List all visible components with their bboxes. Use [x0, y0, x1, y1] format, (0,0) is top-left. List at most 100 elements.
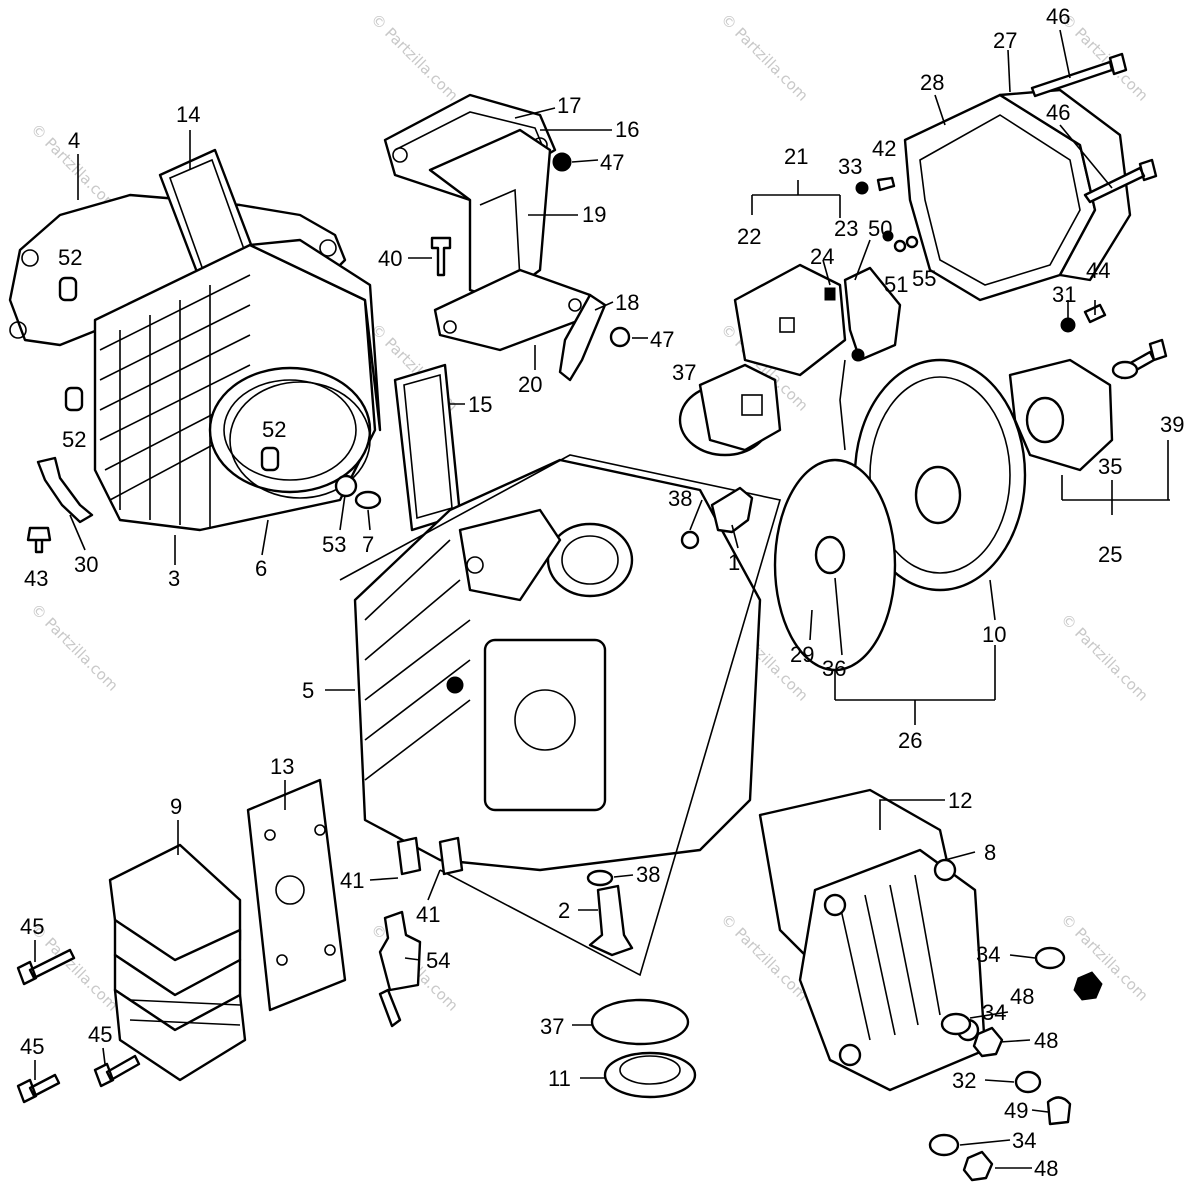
callout-38: 38: [668, 486, 692, 511]
callout-45: 45: [20, 914, 44, 939]
part-33: [855, 181, 869, 195]
callout-55: 55: [912, 266, 936, 291]
part-cotter-41: [438, 836, 464, 876]
callout-26: 26: [898, 728, 922, 753]
callout-27: 27: [993, 28, 1017, 53]
callout-15: 15: [468, 392, 492, 417]
callout-6: 6: [255, 556, 267, 581]
callout-30: 30: [74, 552, 98, 577]
callout-48: 48: [1034, 1028, 1058, 1053]
part-stud-30: [36, 456, 94, 524]
watermark: © Partzilla.com: [367, 10, 462, 105]
callout-9: 9: [170, 794, 182, 819]
part-drawings: [8, 52, 1168, 1182]
callout-52: 52: [58, 245, 82, 270]
part-nut-48: [962, 1150, 994, 1182]
part-cam-plate-22: [733, 263, 847, 377]
part-24: [824, 287, 836, 301]
callout-46: 46: [1046, 100, 1070, 125]
part-valve-adjuster-1: [710, 486, 754, 534]
callout-39: 39: [1160, 412, 1184, 437]
part-cotter-41: [396, 836, 422, 876]
part-seal-36: [814, 535, 846, 575]
part-cylinder-3: [93, 238, 382, 532]
callout-34: 34: [982, 1000, 1006, 1025]
watermark: © Partzilla.com: [1057, 910, 1152, 1005]
part-31: [1060, 317, 1076, 333]
part-50: [882, 230, 894, 242]
part-nut-48: [972, 1026, 1004, 1058]
part-valve-2: [588, 884, 634, 957]
callout-36: 36: [822, 656, 846, 681]
part-cover-8: [798, 848, 987, 1092]
callout-8: 8: [984, 840, 996, 865]
callout-31: 31: [1052, 282, 1076, 307]
callout-47: 47: [600, 150, 624, 175]
part-dowel-pin-52: [58, 276, 78, 302]
callout-44: 44: [1086, 258, 1110, 283]
callout-34: 34: [1012, 1128, 1036, 1153]
callout-1: 1: [728, 550, 740, 575]
wire-lead: [839, 359, 846, 451]
callout-33: 33: [838, 154, 862, 179]
part-reed-valve-9: [108, 843, 247, 1082]
part-51: [893, 239, 907, 253]
callout-20: 20: [518, 372, 542, 397]
part-bolt-46: [1083, 158, 1158, 204]
gasket-hole: [319, 239, 337, 257]
part-nut-47: [609, 326, 631, 348]
callout-12: 12: [948, 788, 972, 813]
callout-51: 51: [884, 272, 908, 297]
callout-23: 23: [834, 216, 858, 241]
part-washer-34: [1034, 946, 1066, 970]
callout-53: 53: [322, 532, 346, 557]
callout-7: 7: [362, 532, 374, 557]
part-dowel-pin-52: [260, 446, 280, 472]
part-bolt-46: [1030, 52, 1128, 98]
callout-24: 24: [810, 244, 834, 269]
part-o-ring-38: [586, 869, 614, 887]
callout-3: 3: [168, 566, 180, 591]
callout-4: 4: [68, 128, 80, 153]
callout-48: 48: [1010, 984, 1034, 1009]
callout-34: 34: [976, 942, 1000, 967]
part-gasket-13: [246, 778, 347, 1012]
part-contact-breaker-23: [843, 266, 902, 362]
callout-41: 41: [416, 902, 440, 927]
part-bolt-45: [16, 1073, 61, 1104]
part-o-ring-37: [590, 998, 690, 1046]
part-clamp-18: [558, 293, 607, 382]
part-dowel-pin-52: [64, 386, 84, 412]
watermark: © Partzilla.com: [1057, 10, 1152, 105]
cylinder-bore: [208, 366, 372, 494]
part-cap-nut-49: [1046, 1096, 1072, 1126]
callout-25: 25: [1098, 542, 1122, 567]
part-42: [876, 176, 896, 192]
watermark: © Partzilla.com: [1057, 610, 1152, 705]
callout-37: 37: [672, 360, 696, 385]
gasket-hole: [9, 321, 27, 339]
part-washer-34: [928, 1133, 960, 1157]
part-55: [905, 235, 919, 249]
callout-32: 32: [952, 1068, 976, 1093]
callout-29: 29: [790, 642, 814, 667]
callout-13: 13: [270, 754, 294, 779]
callout-35: 35: [1098, 454, 1122, 479]
part-o-ring-38: [680, 530, 700, 550]
callout-11: 11: [548, 1066, 571, 1091]
callout-19: 19: [582, 202, 606, 227]
callout-18: 18: [615, 290, 639, 315]
callout-2: 2: [558, 898, 570, 923]
callout-54: 54: [426, 948, 450, 973]
part-tappet-cover-37: [678, 363, 782, 457]
callout-50: 50: [868, 216, 892, 241]
part-washer-32: [1014, 1070, 1042, 1094]
callout-17: 17: [557, 93, 581, 118]
callout-47: 47: [650, 327, 674, 352]
callout-22: 22: [737, 224, 761, 249]
part-o-ring-6: [229, 381, 371, 499]
callout-42: 42: [872, 136, 896, 161]
part-cap-11: [603, 1051, 697, 1099]
